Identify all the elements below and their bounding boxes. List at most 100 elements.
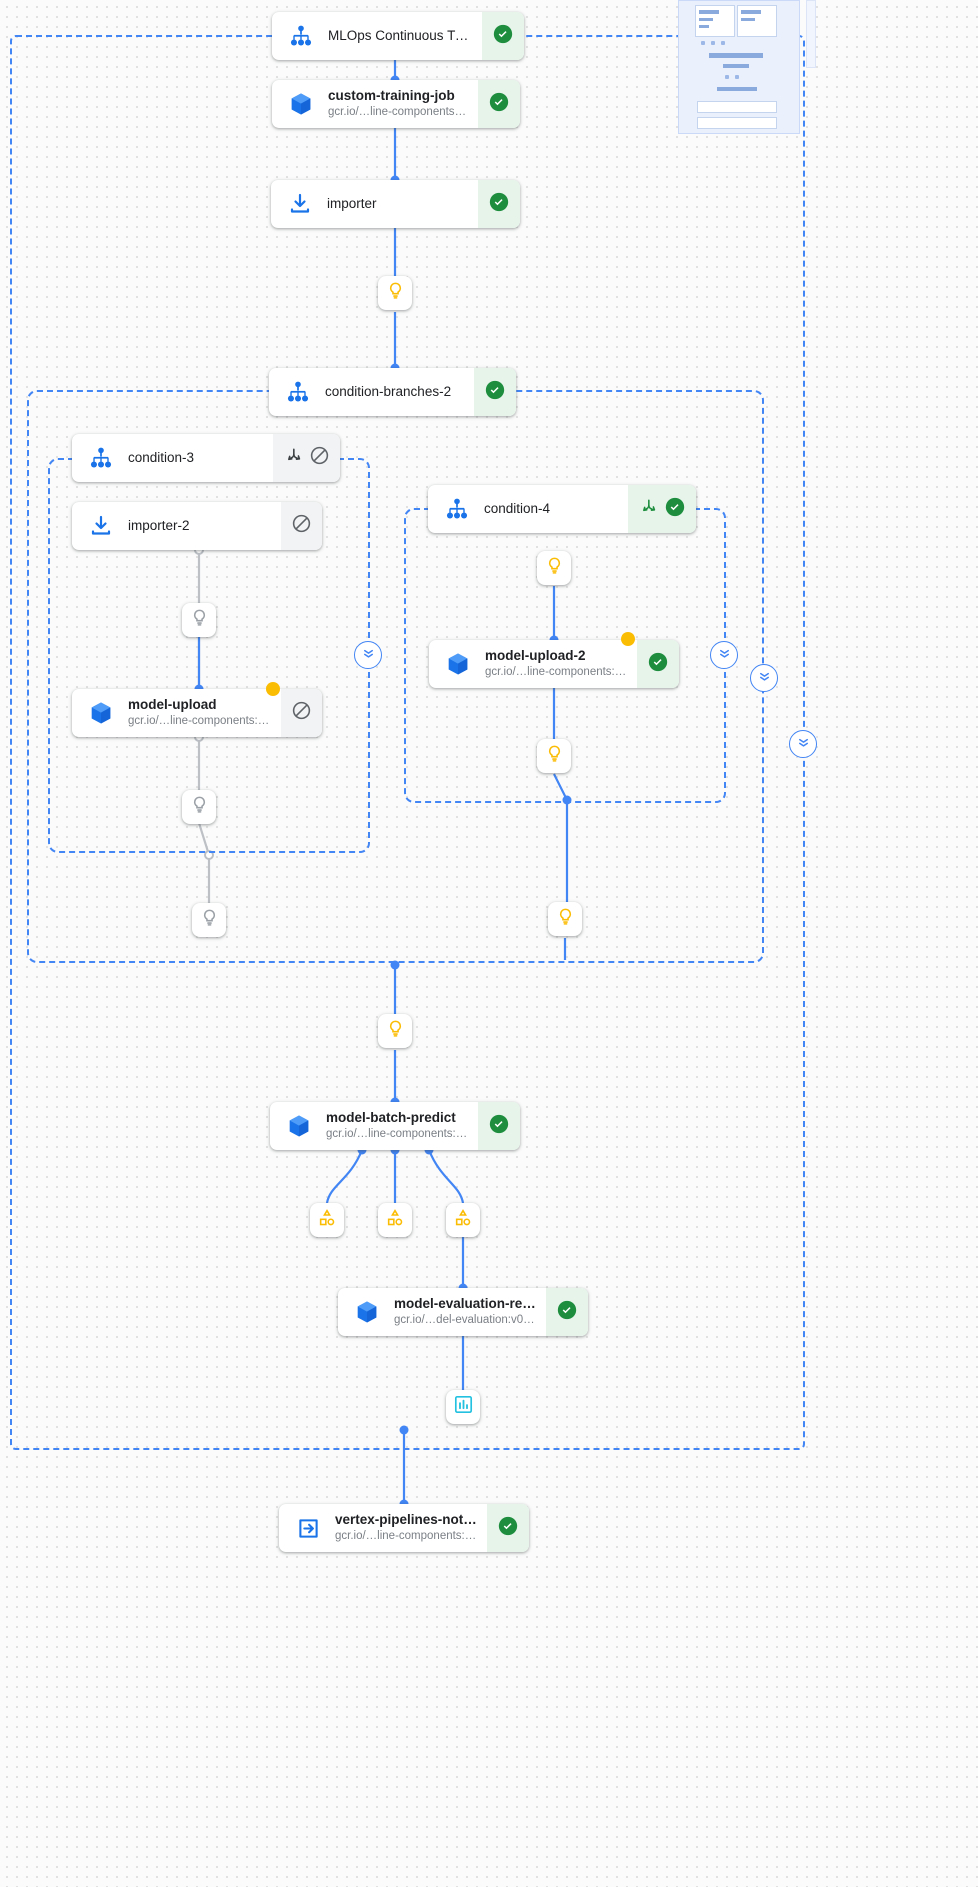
node-body[interactable]: importer bbox=[271, 180, 478, 228]
status-badge[interactable] bbox=[637, 640, 679, 688]
skipped-circle-icon bbox=[291, 513, 312, 539]
node-title: condition-3 bbox=[128, 449, 195, 465]
node-title: vertex-pipelines-notificat… bbox=[335, 1511, 477, 1527]
metrics-1[interactable] bbox=[446, 1390, 480, 1424]
node-title: importer-2 bbox=[128, 517, 190, 533]
node-title: condition-4 bbox=[484, 500, 551, 516]
artifact-before-model-upload[interactable] bbox=[182, 790, 216, 824]
check-circle-icon bbox=[488, 1113, 510, 1140]
node-model-evaluation[interactable]: model-evaluation-regres… gcr.io/…del-eva… bbox=[338, 1288, 588, 1336]
node-body[interactable]: condition-3 bbox=[72, 434, 273, 482]
node-body[interactable]: custom-training-job gcr.io/…line-compone… bbox=[272, 80, 478, 128]
dataset-1[interactable] bbox=[310, 1203, 344, 1237]
dataset-2[interactable] bbox=[378, 1203, 412, 1237]
node-body[interactable]: MLOps Continuous Traini… bbox=[272, 12, 482, 60]
status-badge[interactable] bbox=[628, 485, 696, 533]
minimap-bar bbox=[699, 25, 709, 28]
node-subtitle: gcr.io/…line-components:2.6.0 bbox=[335, 1530, 477, 1543]
collapse-condition-3[interactable] bbox=[354, 641, 382, 669]
importer-download-icon bbox=[86, 511, 116, 541]
node-vertex-pipelines-notification[interactable]: vertex-pipelines-notificat… gcr.io/…line… bbox=[279, 1504, 529, 1552]
node-body[interactable]: model-upload-2 gcr.io/…line-components:2… bbox=[429, 640, 637, 688]
model-upload-warning-dot[interactable] bbox=[266, 682, 280, 696]
status-badge[interactable] bbox=[474, 368, 516, 416]
pipeline-icon bbox=[283, 377, 313, 407]
artifact-condition-4-out[interactable] bbox=[548, 902, 582, 936]
artifact-bulb-icon bbox=[386, 281, 405, 305]
node-text: condition-3 bbox=[128, 450, 194, 467]
branch-icon bbox=[283, 446, 303, 471]
model-upload-2-warning-dot[interactable] bbox=[621, 632, 635, 646]
status-badge[interactable] bbox=[281, 502, 322, 550]
node-model-upload[interactable]: model-upload gcr.io/…line-components:2.6… bbox=[72, 689, 322, 737]
node-text: model-upload gcr.io/…line-components:2.6… bbox=[128, 697, 271, 730]
node-body[interactable]: model-evaluation-regres… gcr.io/…del-eva… bbox=[338, 1288, 546, 1336]
artifact-after-importer-2[interactable] bbox=[182, 603, 216, 637]
node-text: importer-2 bbox=[128, 518, 190, 535]
status-badge[interactable] bbox=[273, 434, 340, 482]
status-badge[interactable] bbox=[478, 80, 520, 128]
pipeline-icon bbox=[86, 443, 116, 473]
node-subtitle: gcr.io/…del-evaluation:v0.9.3 bbox=[394, 1314, 536, 1327]
dag-minimap[interactable] bbox=[678, 0, 800, 134]
node-text: model-batch-predict gcr.io/…line-compone… bbox=[326, 1110, 468, 1143]
component-cube-icon bbox=[284, 1111, 314, 1141]
node-text: custom-training-job gcr.io/…line-compone… bbox=[328, 88, 468, 121]
artifact-bulb-icon bbox=[190, 608, 209, 632]
node-body[interactable]: model-upload gcr.io/…line-components:2.6… bbox=[72, 689, 281, 737]
node-body[interactable]: vertex-pipelines-notificat… gcr.io/…line… bbox=[279, 1504, 487, 1552]
node-text: condition-4 bbox=[484, 501, 550, 518]
status-badge[interactable] bbox=[478, 180, 520, 228]
artifact-bulb-icon bbox=[545, 556, 564, 580]
node-title: model-batch-predict bbox=[326, 1109, 456, 1125]
node-custom-training-job[interactable]: custom-training-job gcr.io/…line-compone… bbox=[272, 80, 520, 128]
minimap-card bbox=[697, 101, 777, 113]
collapse-condition-4[interactable] bbox=[710, 641, 738, 669]
node-body[interactable]: importer-2 bbox=[72, 502, 281, 550]
dataset-3[interactable] bbox=[446, 1203, 480, 1237]
artifact-after-importer[interactable] bbox=[378, 276, 412, 310]
status-badge[interactable] bbox=[546, 1288, 588, 1336]
check-circle-icon bbox=[497, 1515, 519, 1542]
importer-download-icon bbox=[285, 189, 315, 219]
node-title: condition-branches-2 bbox=[325, 383, 452, 399]
status-badge[interactable] bbox=[478, 1102, 520, 1150]
artifact-bulb-icon bbox=[386, 1019, 405, 1043]
artifact-before-model-upload-2[interactable] bbox=[537, 551, 571, 585]
node-condition-3[interactable]: condition-3 bbox=[72, 434, 340, 482]
node-body[interactable]: condition-branches-2 bbox=[269, 368, 474, 416]
status-badge[interactable] bbox=[281, 689, 322, 737]
collapse-vertical-icon bbox=[796, 734, 811, 754]
artifact-bulb-icon bbox=[190, 795, 209, 819]
status-badge[interactable] bbox=[482, 12, 524, 60]
minimap-bar bbox=[717, 87, 757, 91]
node-title: MLOps Continuous Traini… bbox=[328, 27, 472, 43]
dataset-shapes-icon bbox=[453, 1208, 473, 1233]
artifact-condition-3-out[interactable] bbox=[192, 903, 226, 937]
artifact-branches-out[interactable] bbox=[378, 1014, 412, 1048]
dataset-shapes-icon bbox=[385, 1208, 405, 1233]
node-condition-branches-2[interactable]: condition-branches-2 bbox=[269, 368, 516, 416]
minimap-dot bbox=[725, 75, 729, 79]
node-subtitle: gcr.io/…line-components:2.6.0 bbox=[326, 1128, 468, 1141]
collapse-branches-inner[interactable] bbox=[750, 664, 778, 692]
node-importer[interactable]: importer bbox=[271, 180, 520, 228]
collapse-branches-outer[interactable] bbox=[789, 730, 817, 758]
artifact-after-model-upload-2[interactable] bbox=[537, 739, 571, 773]
node-body[interactable]: condition-4 bbox=[428, 485, 628, 533]
component-cube-icon bbox=[352, 1297, 382, 1327]
artifact-bulb-icon bbox=[545, 744, 564, 768]
component-cube-icon bbox=[443, 649, 473, 679]
check-circle-icon bbox=[647, 651, 669, 678]
node-root-pipeline[interactable]: MLOps Continuous Traini… bbox=[272, 12, 524, 60]
node-body[interactable]: model-batch-predict gcr.io/…line-compone… bbox=[270, 1102, 478, 1150]
node-importer-2[interactable]: importer-2 bbox=[72, 502, 322, 550]
node-model-upload-2[interactable]: model-upload-2 gcr.io/…line-components:2… bbox=[429, 640, 679, 688]
minimap-bar bbox=[699, 18, 713, 21]
node-text: model-upload-2 gcr.io/…line-components:2… bbox=[485, 648, 627, 681]
node-model-batch-predict[interactable]: model-batch-predict gcr.io/…line-compone… bbox=[270, 1102, 520, 1150]
skipped-circle-icon bbox=[291, 700, 312, 726]
node-condition-4[interactable]: condition-4 bbox=[428, 485, 696, 533]
status-badge[interactable] bbox=[487, 1504, 529, 1552]
